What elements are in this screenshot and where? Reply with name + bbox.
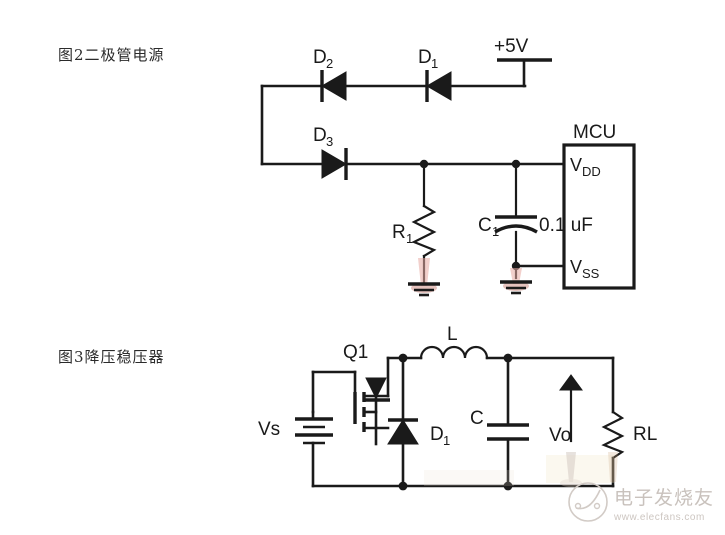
gate-drive-wire: [311, 370, 357, 414]
mosfet-q1-symbol: [353, 356, 390, 446]
supply-label: +5V: [494, 36, 529, 57]
source-vs-label: Vs: [258, 419, 280, 440]
output-voltage-label: Vo: [549, 425, 571, 446]
figure-3-caption: 图3降压稳压器: [58, 348, 165, 366]
diode-d2-label: D: [313, 47, 327, 68]
diode-d1-freewheel-label: D: [430, 424, 444, 445]
diode-d1-freewheel-subscript: 1: [443, 433, 450, 448]
inductor-l-symbol: [419, 345, 489, 360]
mcu-pin-vss-label: V: [570, 257, 582, 277]
diode-d1-freewheel-symbol: [387, 356, 419, 488]
diode-d1-label: D: [418, 47, 432, 68]
capacitor-c-label: C: [470, 408, 484, 429]
resistor-r1-subscript: 1: [406, 231, 413, 246]
mcu-pin-vdd-label: V: [570, 155, 582, 175]
diode-d1-subscript: 1: [431, 56, 438, 71]
junction-bottom-d1: [398, 481, 408, 491]
figure-2-caption: 图2二极管电源: [58, 46, 165, 64]
mcu-pin-vss-subscript: SS: [582, 266, 600, 281]
resistor-rl-symbol: [601, 356, 625, 488]
mcu-pin-vdd-subscript: DD: [582, 164, 601, 179]
junction-bottom-c: [503, 481, 513, 491]
mosfet-q1-label: Q1: [343, 342, 368, 363]
output-voltage-arrow: [559, 374, 583, 443]
diode-d3-label: D: [313, 125, 327, 146]
scan-artifact: [424, 452, 618, 487]
supply-rail-5v: [497, 58, 552, 88]
resistor-r1-label: R: [392, 222, 406, 243]
capacitor-c-symbol: [487, 356, 529, 488]
capacitor-c1-value: 0.1 uF: [539, 215, 593, 236]
diode-d2-subscript: 2: [326, 56, 333, 71]
diode-d3-symbol: [321, 148, 348, 180]
diode-d1-symbol: [425, 70, 452, 102]
mcu-label: MCU: [573, 122, 616, 143]
resistor-rl-label: RL: [633, 424, 657, 445]
diode-d3-subscript: 3: [326, 134, 333, 149]
capacitor-c1-label: C: [478, 215, 492, 236]
diode-d2-symbol: [320, 70, 347, 102]
inductor-l-label: L: [447, 324, 458, 345]
ground-symbol-r1: [408, 258, 440, 297]
battery-vs-symbol: [295, 410, 333, 488]
capacitor-c1-subscript: 1: [492, 224, 499, 239]
mcu-block: [562, 143, 636, 290]
ground-symbol-c1: [500, 268, 532, 295]
